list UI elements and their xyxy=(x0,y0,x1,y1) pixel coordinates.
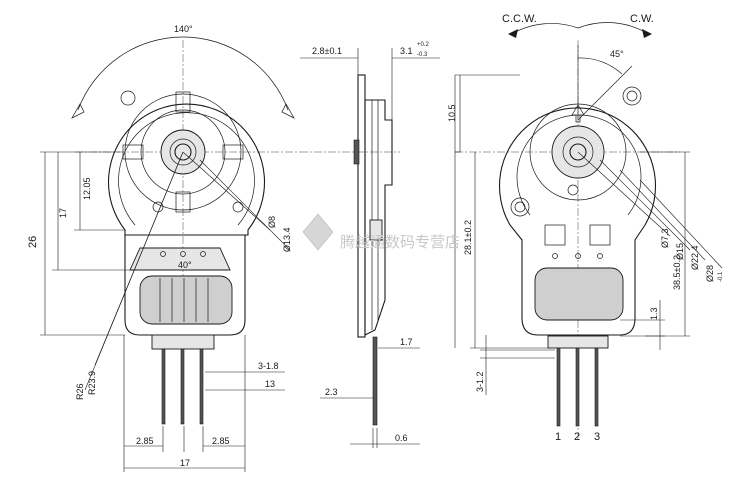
dim-10-5: 10.5 xyxy=(447,104,457,122)
dim-r23-9: R23.9 xyxy=(87,371,97,395)
dim-38-5: 38.5±0.2 xyxy=(672,255,682,290)
dim-13: 13 xyxy=(265,379,275,389)
dim-d8: Ø8 xyxy=(267,216,277,228)
dim-d15: Ø15 xyxy=(675,243,685,260)
ccw-label: C.C.W. xyxy=(502,13,537,25)
angle-140-label: 140° xyxy=(174,24,193,34)
dim-pitch-left: 2.85 xyxy=(136,436,154,446)
right-view: C.C.W. C.W. 45° 1 xyxy=(447,13,724,443)
dim-26: 26 xyxy=(27,236,39,248)
side-view: 2.8±0.1 3.1 +0.2 -0.3 3-1.8 13 1.7 2.3 0… xyxy=(205,42,440,448)
dim-d22-4: Ø22.4 xyxy=(690,245,700,270)
left-view: 140° 40° xyxy=(27,24,300,472)
pin-2-label: 2 xyxy=(574,431,580,443)
dim-3-1-tol-lower: -0.3 xyxy=(417,52,428,58)
dim-1-7: 1.7 xyxy=(400,337,413,347)
dim-28-1: 28.1±0.2 xyxy=(463,220,473,255)
angle-40-label: 40° xyxy=(178,260,192,270)
dim-2-3: 2.3 xyxy=(325,387,338,397)
dim-d7-3: Ø7.3 xyxy=(660,228,670,248)
dim-d28-tol: -0.1 xyxy=(718,271,724,282)
watermark-text: 腾越通数码专营店 xyxy=(340,234,460,251)
dim-17-vertical: 17 xyxy=(58,208,68,218)
dim-pitch-right: 2.85 xyxy=(212,436,230,446)
angle-45-label: 45° xyxy=(610,49,624,59)
dim-2-8: 2.8±0.1 xyxy=(312,46,342,56)
pin-1-label: 1 xyxy=(555,431,561,443)
dim-0-6: 0.6 xyxy=(395,433,408,443)
dim-r26: R26 xyxy=(75,383,85,400)
pin-3-label: 3 xyxy=(594,431,600,443)
dim-d13-4: Ø13.4 xyxy=(282,227,292,252)
dim-3-1: 3.1 xyxy=(400,46,413,56)
watermark: 腾越通数码专营店 xyxy=(302,213,460,251)
dim-12-05: 12.05 xyxy=(82,177,92,200)
dim-3-1-tol-upper: +0.2 xyxy=(417,42,430,48)
dim-3-1-2: 3-1.2 xyxy=(475,371,485,392)
dim-1-3: 1.3 xyxy=(649,307,659,320)
dim-3-1-8: 3-1.8 xyxy=(258,361,279,371)
dim-d28: Ø28 xyxy=(705,265,715,282)
dim-17-width: 17 xyxy=(180,458,190,468)
cw-label: C.W. xyxy=(630,13,654,25)
